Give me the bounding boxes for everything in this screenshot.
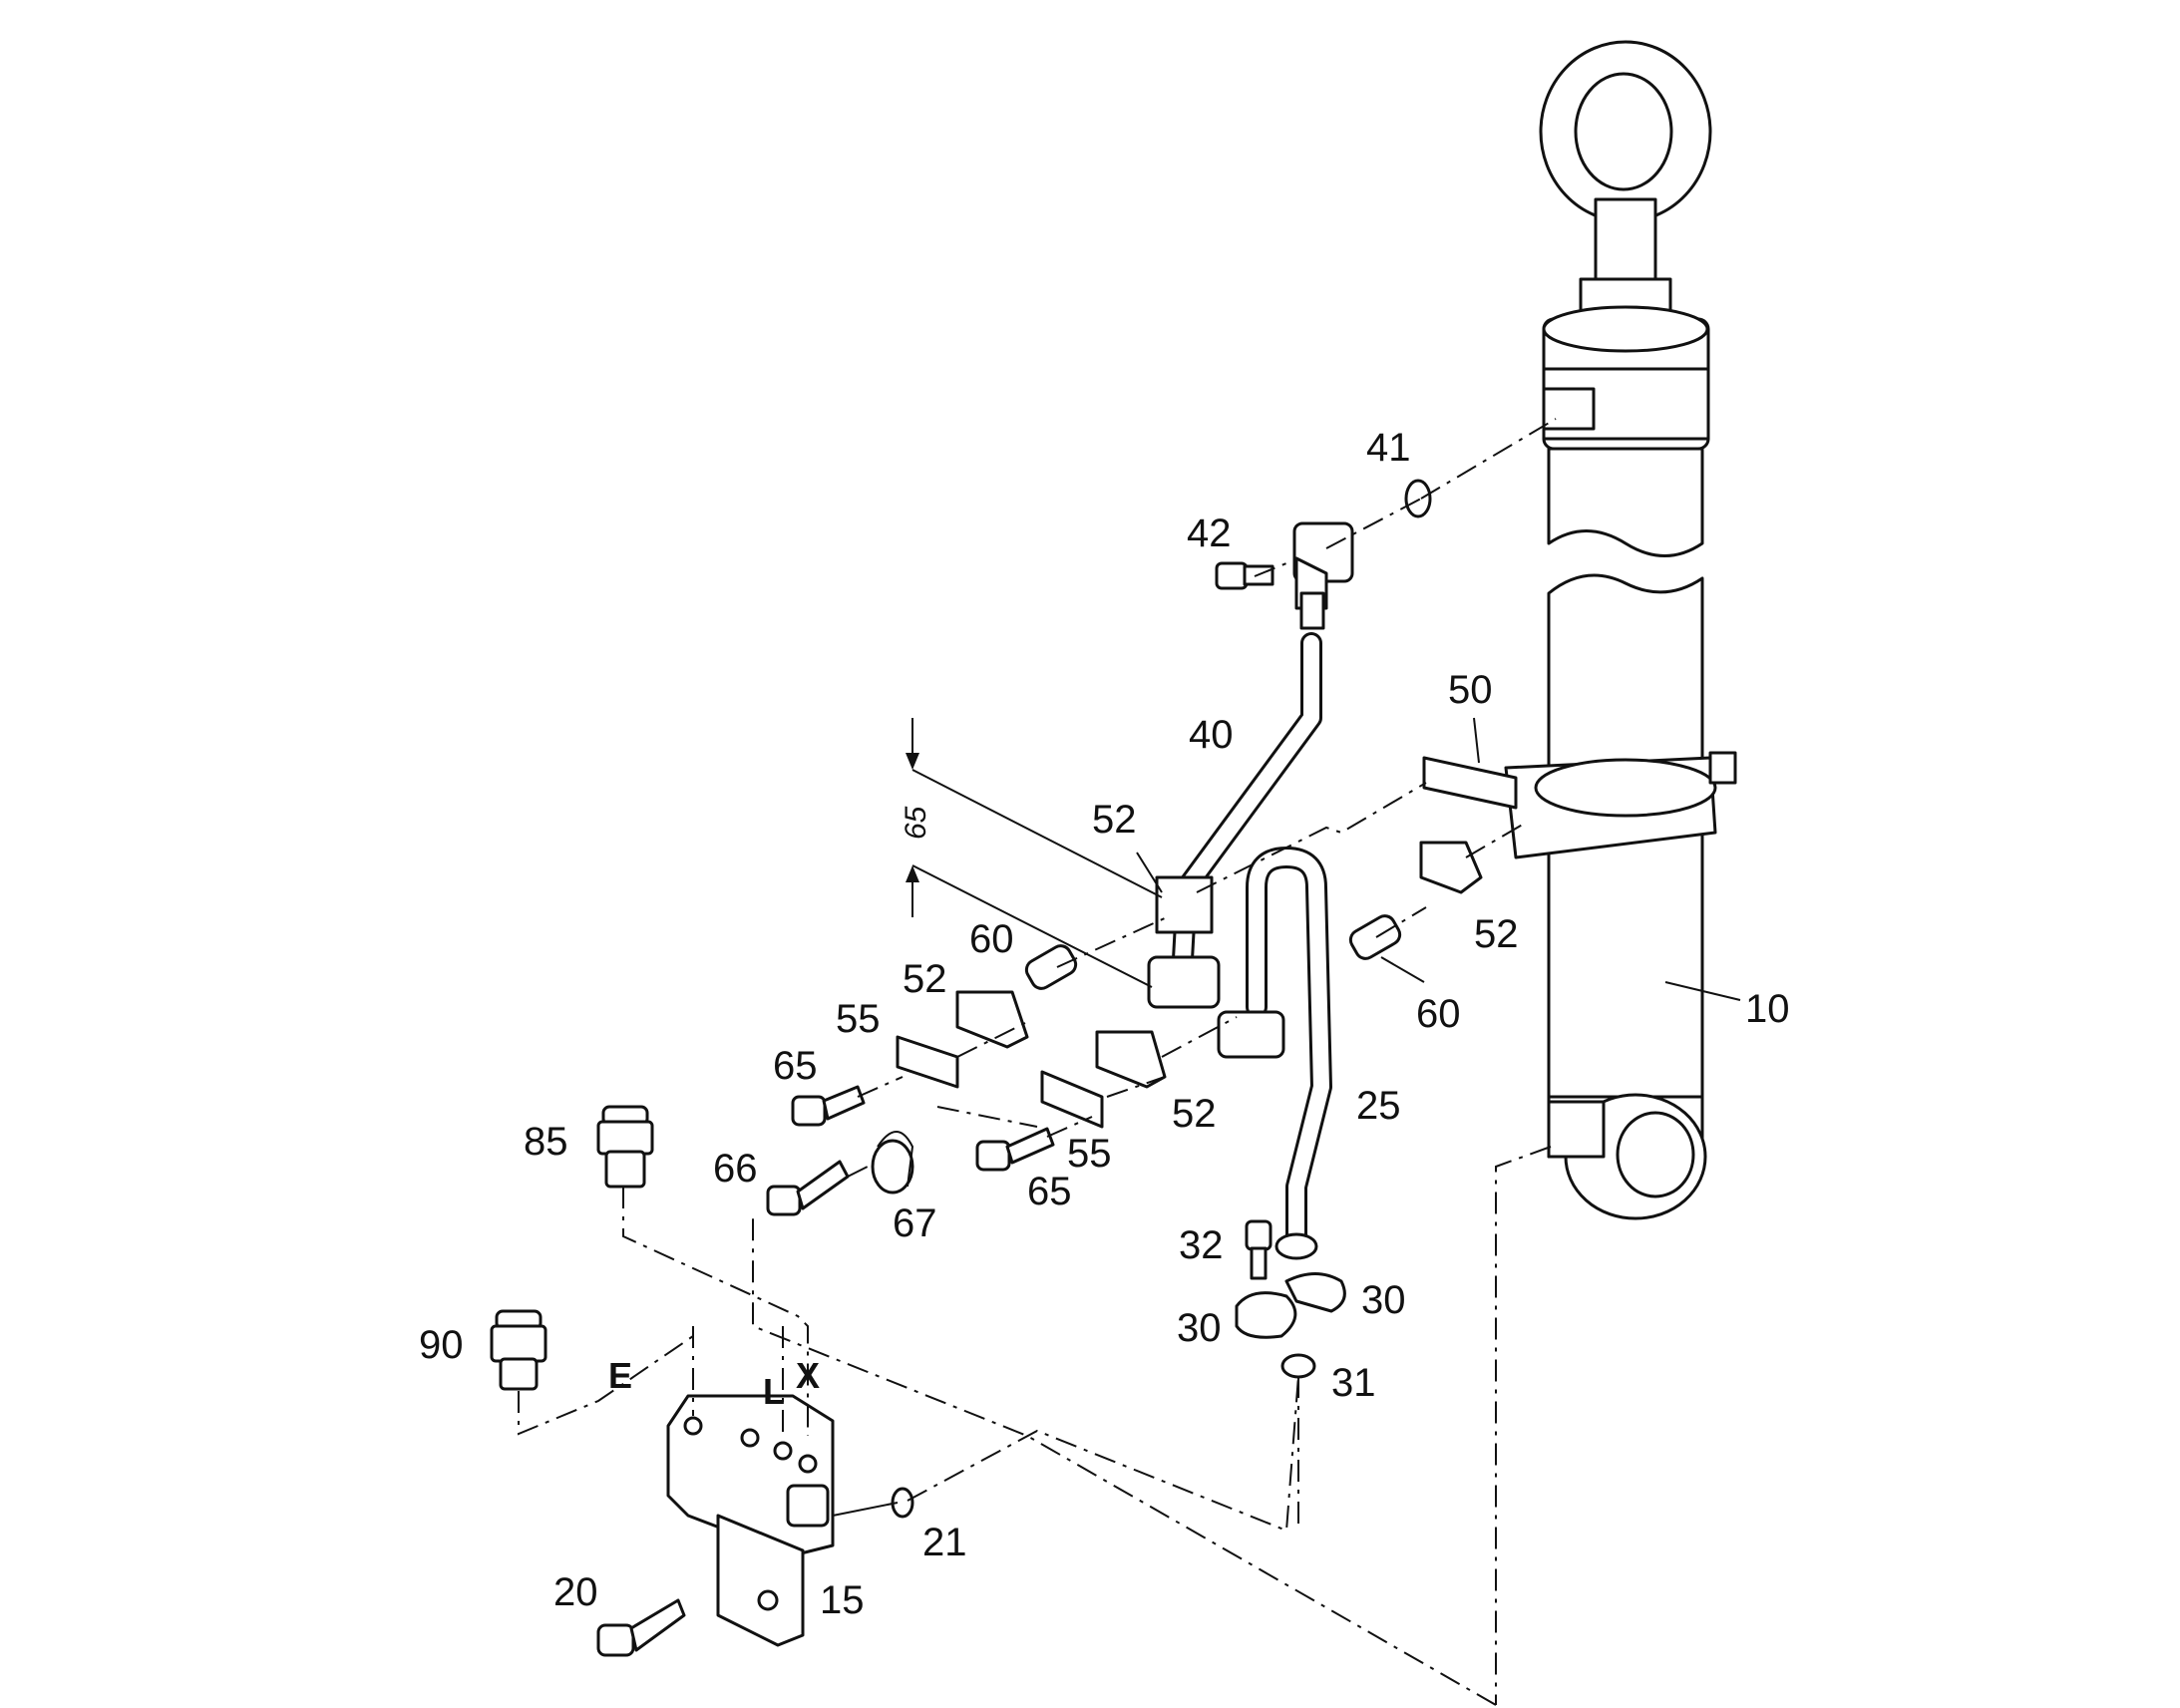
callout-15: 15 [820,1578,865,1622]
assembly-lines [518,418,1557,1706]
callout-40: 40 [1189,713,1234,757]
half-flange-30-right [1284,1272,1346,1313]
callout-41: 41 [1366,426,1411,470]
callout-30-right: 30 [1361,1278,1406,1322]
seal-ring-41 [1404,479,1432,518]
leader-lines [832,717,1741,1517]
port-label-e: E [608,1355,632,1396]
callout-55-left: 55 [836,997,881,1041]
bolt-65-right [975,1127,1055,1172]
callout-55-right: 55 [1067,1132,1112,1176]
callout-52-right: 52 [1474,912,1519,956]
valve-block-15 [666,1394,835,1647]
callout-10: 10 [1745,987,1790,1031]
callouts: 41 42 50 40 52 52 60 60 10 52 55 65 52 2… [419,426,1790,1622]
bolt-42 [1215,561,1274,590]
plate-55-right [1040,1070,1104,1129]
port-label-l: L [763,1371,785,1412]
bolt-20 [596,1598,686,1657]
callout-25: 25 [1356,1084,1401,1128]
fitting-85 [596,1105,654,1189]
clamp-half-52-middle [1095,1030,1167,1089]
callout-52-upper: 52 [1092,798,1137,842]
elbow-flange [1292,521,1354,630]
clamp-half-52-right [1419,841,1483,894]
clamp-half-52-upper [1155,875,1214,934]
callout-60-left: 60 [969,917,1014,961]
callout-90: 90 [419,1323,464,1367]
sleeve-60-left [1024,944,1078,990]
callout-20: 20 [553,1570,598,1614]
callout-85: 85 [524,1120,568,1164]
pipe-25-end [1274,1232,1318,1260]
callout-21: 21 [922,1521,967,1564]
port-labels: E L X [608,1355,820,1412]
plate-50 [1422,756,1518,810]
callout-66: 66 [713,1147,758,1191]
callout-65-right: 65 [1027,1170,1072,1213]
fitting-90 [490,1309,547,1391]
callout-30-left: 30 [1177,1306,1222,1350]
port-label-x: X [796,1355,820,1396]
clamp-half-52-left [955,990,1029,1049]
bolt-66 [766,1160,850,1216]
callout-52-middle: 52 [1172,1092,1217,1136]
callout-60-right: 60 [1416,992,1461,1036]
p-clip-67 [871,1131,914,1195]
sleeve-60-right [1348,914,1402,960]
callout-50: 50 [1448,668,1493,712]
callout-67: 67 [893,1201,937,1245]
flange-25-upper [1217,1010,1285,1059]
callout-32: 32 [1179,1223,1224,1267]
half-flange-30-left [1235,1291,1297,1339]
flange-40-lower [1147,955,1221,1009]
callout-42: 42 [1187,512,1232,555]
bolt-65-left [791,1085,866,1127]
dimension-65: 65 [900,718,1163,988]
callout-65-left: 65 [773,1044,818,1088]
callout-31: 31 [1331,1361,1376,1405]
hydraulic-cylinder [1504,40,1737,1220]
seal-ring-31 [1280,1353,1316,1379]
callout-52-left: 52 [903,957,947,1001]
bolt-32 [1245,1219,1272,1280]
plate-55-left [896,1035,959,1089]
dimension-label: 65 [900,806,932,840]
